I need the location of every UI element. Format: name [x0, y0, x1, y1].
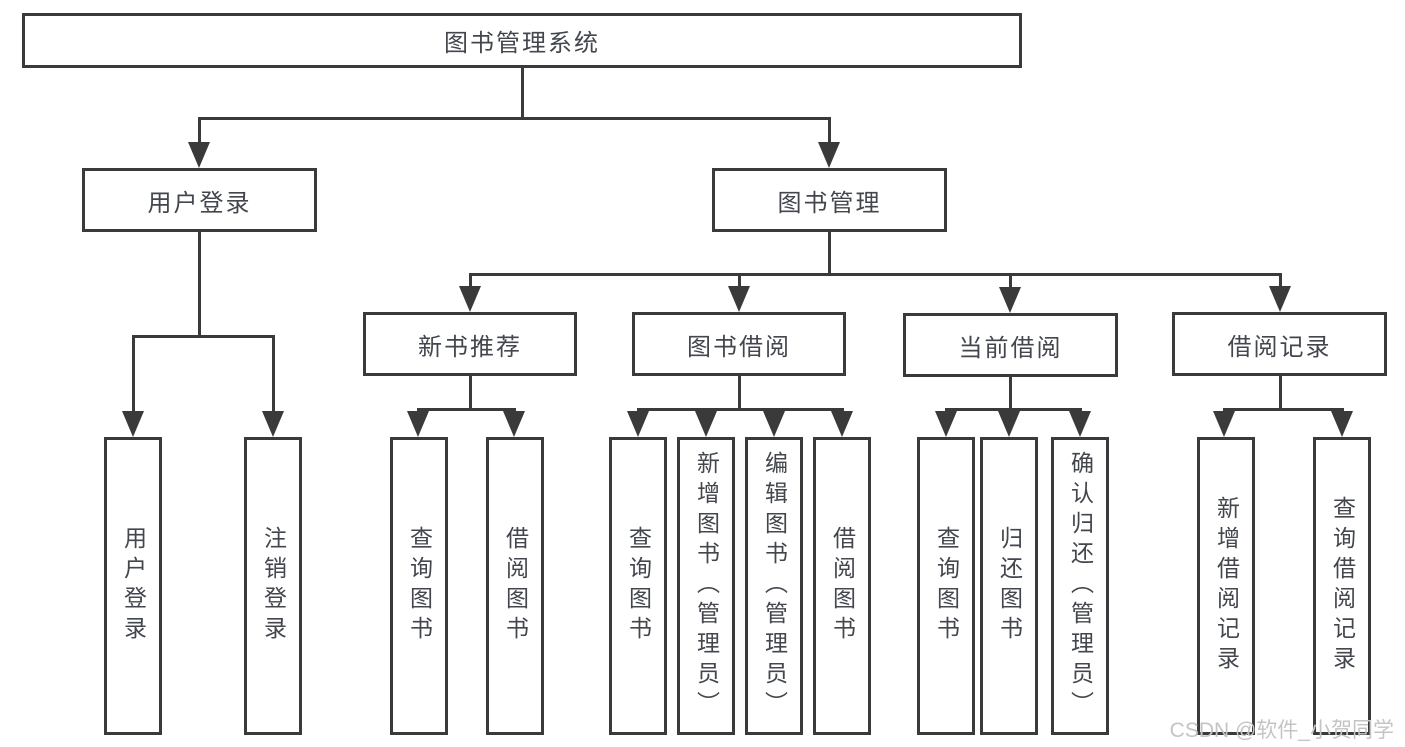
- edge-rail-line: [637, 408, 844, 411]
- edge-arrow-shaft-line: [1279, 273, 1282, 288]
- edge-arrow-shaft-line: [469, 273, 472, 288]
- leaf-query-books-2: 查询图书: [609, 437, 667, 735]
- leaf-return-book: 归还图书: [980, 437, 1038, 735]
- arrowhead-down-icon: [999, 287, 1021, 313]
- arrowhead-down-icon: [935, 411, 957, 437]
- node-current-borrow: 当前借阅: [903, 313, 1118, 377]
- edge-arrow-shaft-line: [945, 408, 948, 413]
- leaf-label: 用户登录: [120, 526, 147, 646]
- leaf-label: 注销登录: [260, 526, 287, 646]
- leaf-query-borrow-record: 查询借阅记录: [1313, 437, 1371, 735]
- node-label: 图书借阅: [687, 333, 791, 361]
- edge-arrow-shaft-line: [773, 408, 776, 413]
- leaf-label: 新增图书（管理员）: [693, 451, 720, 721]
- node-root: 图书管理系统: [22, 13, 1022, 68]
- edge-arrow-shaft-line: [1008, 408, 1011, 413]
- leaf-query-books-1: 查询图书: [390, 437, 448, 735]
- leaf-confirm-return-admin: 确认归还（管理员）: [1051, 437, 1109, 735]
- node-label: 用户登录: [147, 189, 252, 217]
- leaf-borrow-books-2: 借阅图书: [813, 437, 871, 735]
- edge-arrow-shaft-line: [1009, 273, 1012, 289]
- edge-stem-line: [1009, 377, 1012, 411]
- arrowhead-down-icon: [503, 411, 525, 437]
- arrowhead-down-icon: [763, 411, 785, 437]
- edge-arrow-shaft-line: [828, 117, 831, 144]
- arrowhead-down-icon: [695, 411, 717, 437]
- edge-arrow-shaft-line: [132, 335, 135, 413]
- leaf-label: 编辑图书（管理员）: [761, 451, 788, 721]
- edge-rail-line: [132, 335, 275, 338]
- edge-rail-line: [1223, 408, 1344, 411]
- edge-arrow-shaft-line: [513, 408, 516, 413]
- leaf-label: 确认归还（管理员）: [1067, 451, 1094, 721]
- node-book-management: 图书管理: [712, 168, 947, 232]
- edge-arrow-shaft-line: [1079, 408, 1082, 413]
- edge-rail-line: [198, 117, 831, 120]
- arrowhead-down-icon: [728, 286, 750, 312]
- edge-stem-line: [521, 68, 524, 120]
- arrowhead-down-icon: [831, 411, 853, 437]
- edge-arrow-shaft-line: [198, 117, 201, 144]
- node-label: 新书推荐: [418, 333, 522, 361]
- arrowhead-down-icon: [1269, 286, 1291, 312]
- edge-arrow-shaft-line: [637, 408, 640, 413]
- edge-arrow-shaft-line: [272, 335, 275, 413]
- leaf-label: 查询借阅记录: [1329, 496, 1356, 676]
- leaf-label: 查询图书: [625, 526, 652, 646]
- edge-arrow-shaft-line: [417, 408, 420, 413]
- arrowhead-down-icon: [262, 411, 284, 437]
- arrowhead-down-icon: [459, 286, 481, 312]
- edge-arrow-shaft-line: [1341, 408, 1344, 413]
- node-label: 图书管理系统: [444, 30, 600, 57]
- edge-stem-line: [828, 232, 831, 276]
- leaf-query-books-3: 查询图书: [917, 437, 975, 735]
- node-borrow-records: 借阅记录: [1172, 312, 1387, 376]
- leaf-label: 归还图书: [996, 526, 1023, 646]
- node-label: 借阅记录: [1227, 333, 1332, 361]
- edge-stem-line: [198, 232, 201, 338]
- leaf-user-login: 用户登录: [104, 437, 162, 735]
- leaf-label: 查询图书: [406, 526, 433, 646]
- arrowhead-down-icon: [1331, 411, 1353, 437]
- arrowhead-down-icon: [1069, 411, 1091, 437]
- leaf-add-book-admin: 新增图书（管理员）: [677, 437, 735, 735]
- edge-stem-line: [1279, 376, 1282, 411]
- arrowhead-down-icon: [407, 411, 429, 437]
- leaf-borrow-books-1: 借阅图书: [486, 437, 544, 735]
- edge-rail-line: [417, 408, 516, 411]
- edge-arrow-shaft-line: [705, 408, 708, 413]
- edge-arrow-shaft-line: [738, 273, 741, 288]
- arrowhead-down-icon: [188, 142, 210, 168]
- arrowhead-down-icon: [818, 142, 840, 168]
- leaf-label: 查询图书: [933, 526, 960, 646]
- leaf-add-borrow-record: 新增借阅记录: [1197, 437, 1255, 735]
- leaf-edit-book-admin: 编辑图书（管理员）: [745, 437, 803, 735]
- edge-rail-line: [945, 408, 1082, 411]
- edge-arrow-shaft-line: [841, 408, 844, 413]
- arrowhead-down-icon: [627, 411, 649, 437]
- node-user-login: 用户登录: [82, 168, 317, 232]
- edge-stem-line: [738, 376, 741, 411]
- arrowhead-down-icon: [1213, 411, 1235, 437]
- node-book-borrow: 图书借阅: [632, 312, 846, 376]
- leaf-label: 借阅图书: [829, 526, 856, 646]
- node-label: 当前借阅: [958, 334, 1063, 362]
- arrowhead-down-icon: [998, 411, 1020, 437]
- arrowhead-down-icon: [122, 411, 144, 437]
- leaf-logout: 注销登录: [244, 437, 302, 735]
- edge-stem-line: [469, 376, 472, 411]
- edge-rail-line: [469, 273, 1282, 276]
- node-new-book-recommend: 新书推荐: [363, 312, 577, 376]
- leaf-label: 借阅图书: [502, 526, 529, 646]
- leaf-label: 新增借阅记录: [1213, 496, 1240, 676]
- node-label: 图书管理: [777, 189, 882, 217]
- edge-arrow-shaft-line: [1223, 408, 1226, 413]
